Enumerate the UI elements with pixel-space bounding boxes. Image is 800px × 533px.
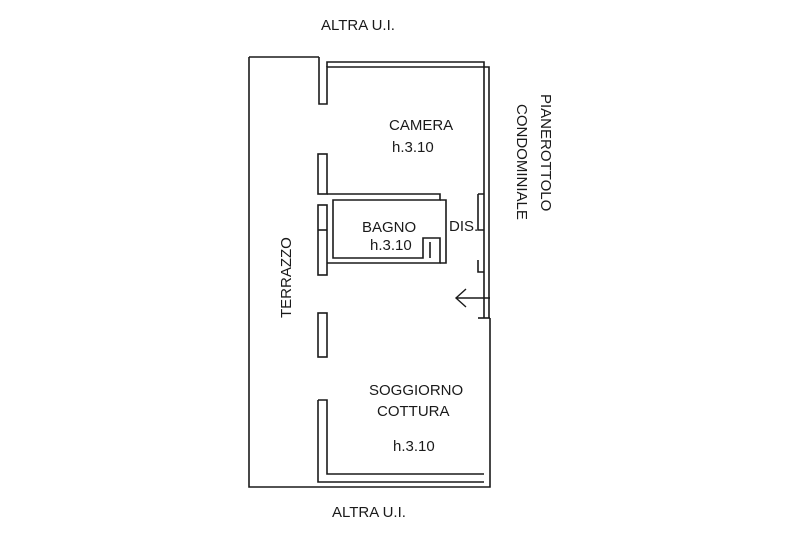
north-wall-inner	[326, 61, 485, 318]
soggiorno-name-line2: COTTURA	[377, 403, 450, 420]
camera-height: h.3.10	[392, 139, 434, 156]
west-wall-lower	[317, 399, 484, 483]
top-neighbor-label: ALTRA U.I.	[321, 17, 395, 34]
entrance-arrow-icon	[454, 288, 490, 308]
west-wall-segment-1	[317, 153, 328, 195]
west-wall-segment-2	[317, 204, 328, 276]
terrace-outline	[248, 56, 491, 488]
north-wall	[318, 57, 490, 318]
soggiorno-name-line1: SOGGIORNO	[369, 382, 463, 399]
bagno-height: h.3.10	[370, 237, 412, 254]
dis-label: DIS.	[449, 218, 478, 235]
landing-label-line2: CONDOMINIALE	[513, 104, 530, 220]
bottom-neighbor-label: ALTRA U.I.	[332, 504, 406, 521]
landing-label-line1: PIANEROTTOLO	[537, 94, 554, 211]
bathroom-door-jamb	[429, 199, 447, 264]
bathroom-top-wall	[327, 193, 441, 264]
soggiorno-height: h.3.10	[393, 438, 435, 455]
west-wall-segment-3	[317, 312, 328, 358]
terrace-label: TERRAZZO	[278, 237, 295, 318]
camera-name: CAMERA	[389, 117, 453, 134]
bagno-name: BAGNO	[362, 219, 416, 236]
entrance-wall	[477, 193, 484, 273]
